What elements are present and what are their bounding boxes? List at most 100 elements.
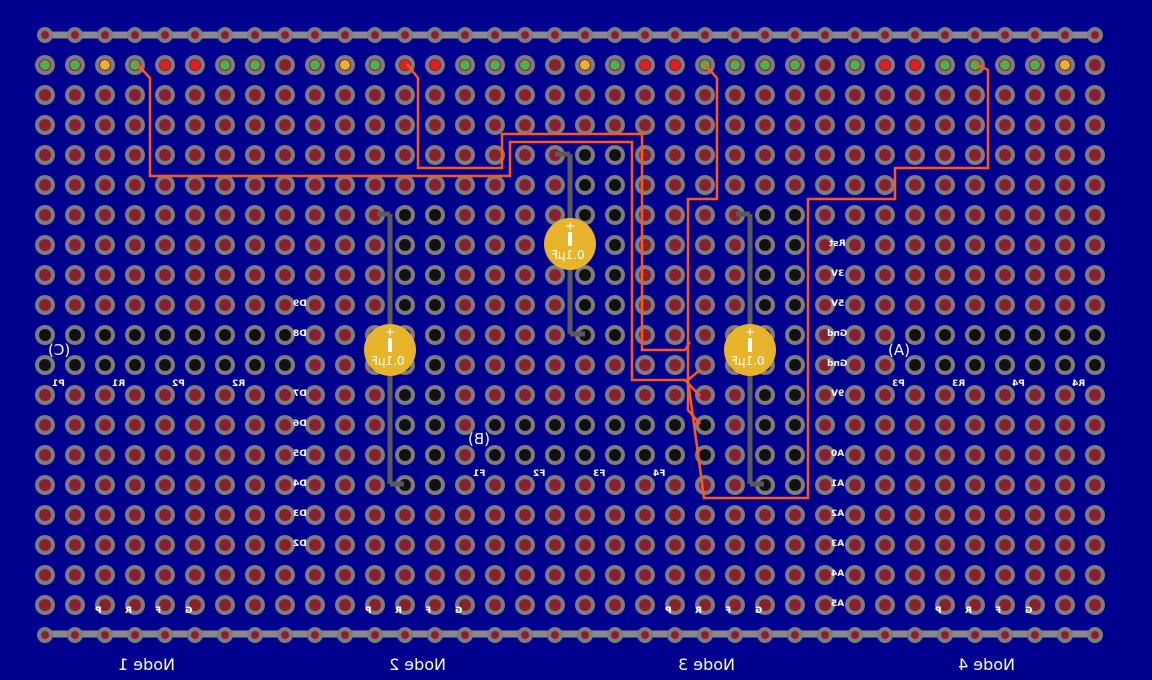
pad-hole <box>729 569 741 581</box>
pad-hole <box>459 359 471 371</box>
pad-hole <box>879 329 891 341</box>
pad-hole <box>759 569 771 581</box>
pad-hole <box>429 479 441 491</box>
pad-hole <box>159 569 171 581</box>
pad-hole <box>129 329 141 341</box>
pad-hole <box>1029 359 1041 371</box>
pad-hole <box>699 599 711 611</box>
wire-1 <box>136 63 701 397</box>
pad-hole <box>669 269 681 281</box>
pad-hole <box>159 89 171 101</box>
pad-hole <box>969 419 981 431</box>
pad-hole <box>849 239 861 251</box>
pad-hole <box>339 89 351 101</box>
pad-hole <box>519 389 531 401</box>
pad-hole <box>609 209 621 221</box>
pad-hole <box>489 449 501 461</box>
pad-hole <box>459 539 471 551</box>
pin-label-a0: A0 <box>831 449 845 459</box>
pot-label-r2: R2 <box>232 379 246 389</box>
rail-pad-hole <box>341 31 349 39</box>
pad-hole <box>309 479 321 491</box>
pad-hole <box>459 269 471 281</box>
rail-pad-hole <box>581 31 589 39</box>
pad-hole <box>789 239 801 251</box>
pad-hole <box>69 389 81 401</box>
pad-hole <box>309 89 321 101</box>
pad-hole <box>279 569 291 581</box>
pin-label-d7: D7 <box>293 389 307 399</box>
pad-hole <box>279 419 291 431</box>
pad-hole <box>429 389 441 401</box>
pad-hole <box>759 509 771 521</box>
pad-hole <box>309 419 321 431</box>
pad-hole <box>279 119 291 131</box>
pad-hole <box>489 149 501 161</box>
n3-letter-p: P <box>665 606 672 616</box>
pad-hole <box>399 179 411 191</box>
pad-hole <box>39 419 51 431</box>
rail-pad-hole <box>941 31 949 39</box>
pad-hole <box>939 239 951 251</box>
indicator-dot <box>160 60 170 70</box>
pad-hole <box>879 359 891 371</box>
pad-hole <box>369 149 381 161</box>
pad-hole <box>399 269 411 281</box>
pad-hole <box>999 149 1011 161</box>
pad-hole <box>309 239 321 251</box>
pad-hole <box>789 299 801 311</box>
pad-hole <box>159 389 171 401</box>
pad-hole <box>489 419 501 431</box>
pad-hole <box>129 209 141 221</box>
indicator-dot <box>610 60 620 70</box>
pot-label-r3: R3 <box>952 379 966 389</box>
pad-hole <box>279 299 291 311</box>
pad-hole <box>549 599 561 611</box>
pad-hole <box>1059 299 1071 311</box>
rail-pad-hole <box>311 31 319 39</box>
indicator-dot <box>940 60 950 70</box>
pad-hole <box>849 419 861 431</box>
rail-pad-hole <box>671 31 679 39</box>
pad-hole <box>279 539 291 551</box>
pad-hole <box>519 209 531 221</box>
pad-hole <box>1089 359 1101 371</box>
pad-hole <box>939 419 951 431</box>
indicator-dot <box>70 60 80 70</box>
pad-hole <box>99 179 111 191</box>
indicator-dot <box>670 60 680 70</box>
pad-hole <box>759 209 771 221</box>
pad-hole <box>669 209 681 221</box>
n3-letter-g: G <box>755 606 763 616</box>
pad-hole <box>1059 479 1071 491</box>
pad-hole <box>189 329 201 341</box>
rail-pad-hole <box>371 31 379 39</box>
pad-hole <box>189 479 201 491</box>
pot-label-p1: P1 <box>52 379 65 389</box>
pad-hole <box>549 209 561 221</box>
pad-hole <box>1059 569 1071 581</box>
pad-hole <box>849 89 861 101</box>
pad-hole <box>1059 359 1071 371</box>
rail-pad-hole <box>161 31 169 39</box>
pot-label-p3: P3 <box>892 379 905 389</box>
pad-hole <box>819 419 831 431</box>
pad-hole <box>759 239 771 251</box>
pad-hole <box>309 599 321 611</box>
pad-hole <box>39 509 51 521</box>
rail-pad-hole <box>641 631 649 639</box>
pad-hole <box>339 569 351 581</box>
pad-hole <box>249 539 261 551</box>
rail-pad-hole <box>461 31 469 39</box>
pin-label-d5: D5 <box>293 449 307 459</box>
wire-3 <box>686 63 719 425</box>
pad-hole <box>819 389 831 401</box>
pad-hole <box>849 359 861 371</box>
pad-hole <box>339 479 351 491</box>
pad-hole <box>69 509 81 521</box>
rail-pad-hole <box>971 631 979 639</box>
pad-hole <box>459 89 471 101</box>
pad-hole <box>249 359 261 371</box>
pad-hole <box>999 569 1011 581</box>
rail-pad-hole <box>71 631 79 639</box>
